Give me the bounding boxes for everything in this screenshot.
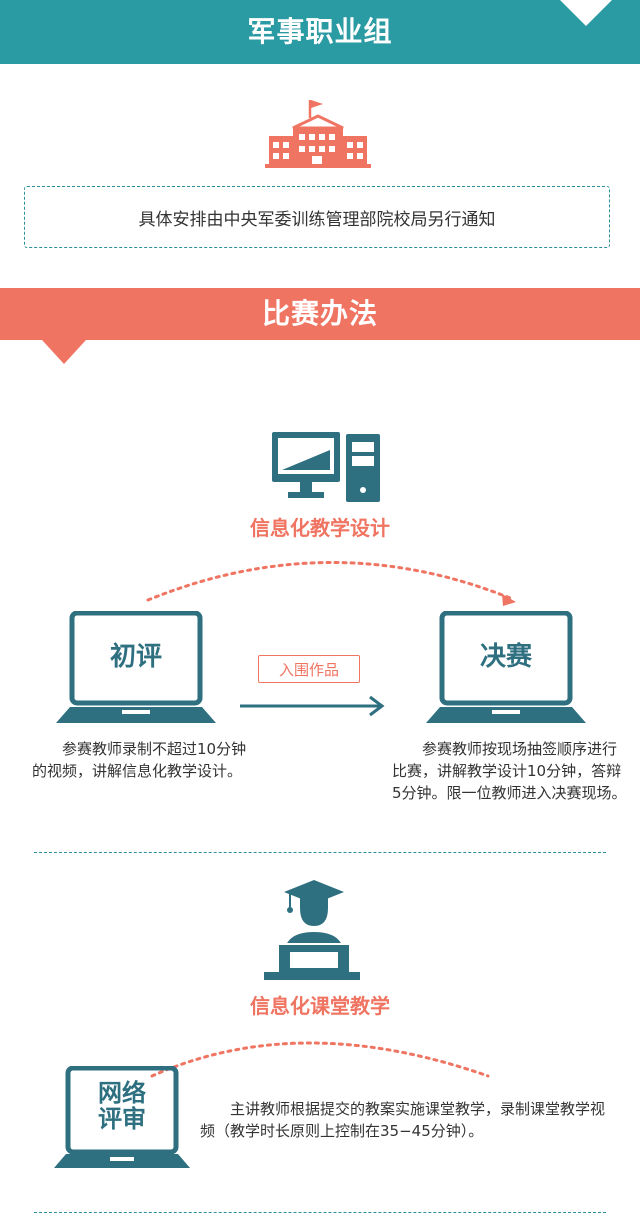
classroom-section-title: 信息化课堂教学 bbox=[250, 994, 390, 1018]
prelim-description: 参赛教师录制不超过10分钟的视频，讲解信息化教学设计。 bbox=[32, 740, 247, 780]
review-line2: 评审 bbox=[98, 1105, 146, 1133]
design-section-title: 信息化教学设计 bbox=[250, 516, 390, 540]
online-review-label: 网络 评审 bbox=[70, 1080, 174, 1132]
final-label: 决赛 bbox=[479, 642, 532, 672]
shortlisted-label: 入围作品 bbox=[258, 655, 360, 683]
header-pointer bbox=[42, 340, 86, 364]
competition-method-header: 比赛办法 bbox=[0, 288, 640, 364]
design-arc-arrow bbox=[146, 561, 516, 606]
graduate-teacher-icon bbox=[264, 880, 360, 980]
laptop-icon bbox=[426, 611, 586, 723]
competition-method-title: 比赛办法 bbox=[261, 297, 378, 330]
flag-building-icon bbox=[265, 100, 371, 168]
right-arrow-icon bbox=[240, 695, 385, 717]
military-group-title: 军事职业组 bbox=[247, 15, 393, 48]
notice-text: 具体安排由中央军委训练管理部院校局另行通知 bbox=[138, 209, 496, 230]
header-notch bbox=[560, 0, 612, 26]
laptop-icon bbox=[54, 1066, 190, 1168]
prelim-label: 初评 bbox=[109, 642, 162, 672]
laptop-icon bbox=[56, 611, 216, 723]
section-divider bbox=[34, 852, 606, 853]
classroom-description: 主讲教师根据提交的教案实施课堂教学，录制课堂教学视频（教学时长原则上控制在35−… bbox=[200, 1100, 606, 1140]
notice-box: 具体安排由中央军委训练管理部院校局另行通知 bbox=[24, 186, 610, 248]
military-group-header: 军事职业组 bbox=[0, 0, 640, 64]
review-line1: 网络 bbox=[98, 1079, 146, 1107]
bottom-divider bbox=[34, 1212, 606, 1213]
classroom-arc bbox=[150, 1041, 490, 1078]
computer-monitor-icon bbox=[272, 432, 380, 502]
final-description: 参赛教师按现场抽签顺序进行比赛，讲解教学设计10分钟，答辩5分钟。限一位教师进入… bbox=[392, 740, 627, 802]
